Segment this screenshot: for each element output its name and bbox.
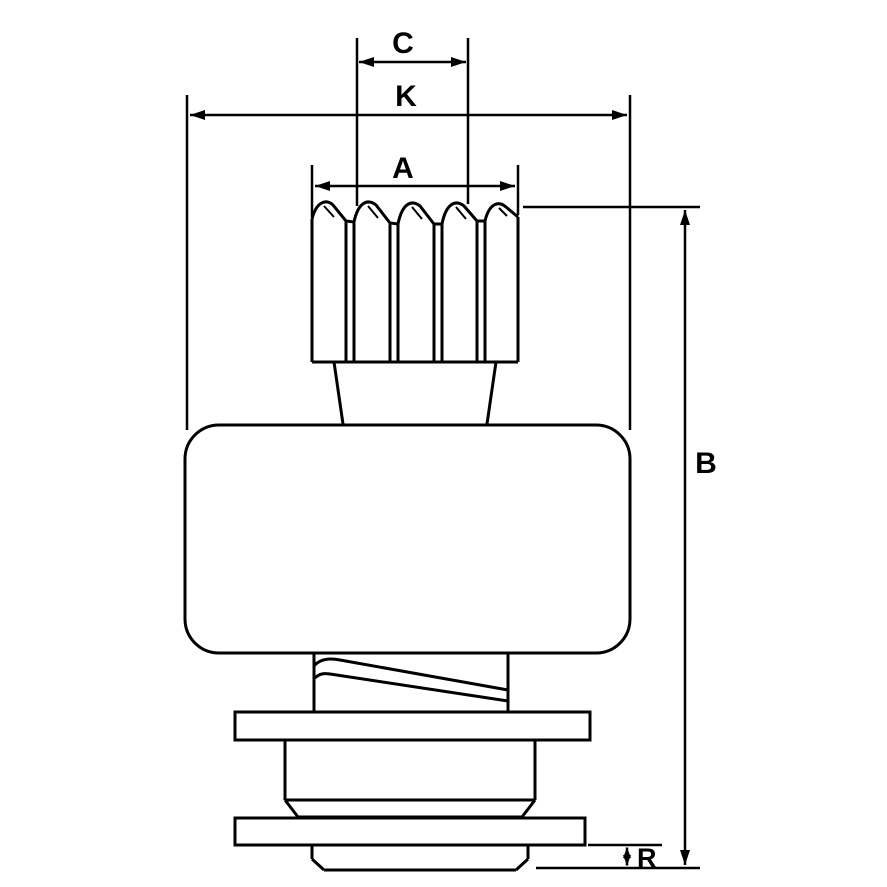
lower-flange-outline xyxy=(233,816,587,847)
dimension-b-label: B xyxy=(695,447,717,480)
collar-section xyxy=(283,740,537,819)
dimension-k: K xyxy=(185,80,632,430)
upper-flange-outline xyxy=(233,710,592,742)
dimension-a-label: A xyxy=(392,152,414,185)
base-ring xyxy=(310,845,530,872)
drive-clutch-body xyxy=(183,423,632,655)
lower-flange xyxy=(233,816,587,847)
helical-spline-section xyxy=(312,653,510,712)
pinion-gear-head xyxy=(310,200,520,425)
dimension-r: R xyxy=(588,843,662,873)
collar-sides xyxy=(283,740,537,800)
dimension-a: A xyxy=(310,152,520,217)
gear-teeth-top-profile xyxy=(310,200,519,226)
dimension-c: C xyxy=(355,27,470,206)
base-ring-outline xyxy=(310,845,530,872)
spline-thread-lower xyxy=(313,672,509,703)
upper-flange xyxy=(233,710,592,742)
dimension-r-label: R xyxy=(637,843,657,873)
gear-tooth-flank-lines xyxy=(344,221,487,362)
dimension-b: B xyxy=(523,205,717,870)
gear-neck-taper-lines xyxy=(332,361,498,425)
clutch-body-outline xyxy=(183,423,632,655)
spline-thread-upper xyxy=(312,657,509,692)
collar-chamfers xyxy=(283,799,537,819)
dimension-c-label: C xyxy=(392,27,414,60)
dimension-k-label: K xyxy=(395,80,417,113)
gear-tooth-facet-lines xyxy=(323,205,508,220)
